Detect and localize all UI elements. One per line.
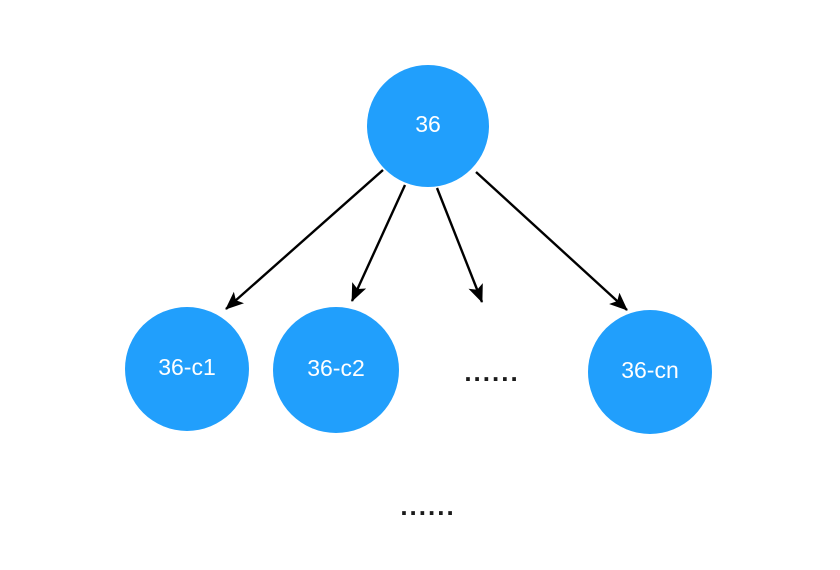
child-node-circle[interactable] <box>125 307 249 431</box>
edge-root-to-c1 <box>225 169 384 310</box>
edge-root-to-cn <box>475 171 628 311</box>
node-c1[interactable]: 36-c1 <box>125 307 249 431</box>
child-node-circle[interactable] <box>273 307 399 433</box>
child-node-circle[interactable] <box>588 310 712 434</box>
child-node-label: 36-c1 <box>158 354 216 380</box>
child-node-label: 36-c2 <box>307 355 365 381</box>
node-cn[interactable]: 36-cn <box>588 310 712 434</box>
edge-root-to-ellipsis <box>435 187 484 303</box>
edges-group <box>225 169 628 311</box>
root-node-circle[interactable] <box>367 65 489 187</box>
node-root[interactable]: 36 <box>367 65 489 187</box>
root-node-label: 36 <box>415 111 441 137</box>
node-c2[interactable]: 36-c2 <box>273 307 399 433</box>
child-node-label: 36-cn <box>621 357 679 383</box>
ellipsis-below-children: ...... <box>400 491 455 521</box>
edge-root-to-c2 <box>350 184 407 302</box>
ellipsis-between-children: ...... <box>464 357 519 387</box>
